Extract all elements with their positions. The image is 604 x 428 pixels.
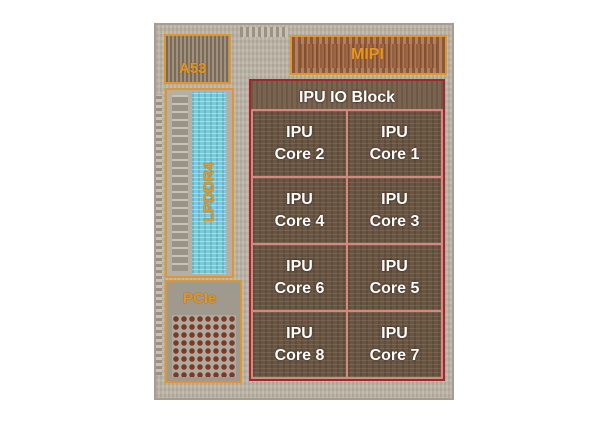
a53-block — [164, 34, 231, 84]
ipu-core-8: IPU Core 8 — [251, 310, 348, 379]
top-pad-ring — [240, 27, 288, 37]
core-number: Core 2 — [274, 145, 325, 163]
ipu-core-4: IPU Core 4 — [251, 176, 348, 245]
core-title: IPU — [286, 123, 313, 141]
core-number: Core 6 — [274, 279, 325, 297]
core-title: IPU — [381, 324, 408, 342]
ipu-core-3: IPU Core 3 — [346, 176, 443, 245]
core-number: Core 1 — [369, 145, 420, 163]
pcie-label: PCIe — [183, 290, 217, 307]
core-number: Core 7 — [369, 346, 420, 364]
lpddr4-phy-strip — [172, 95, 188, 271]
core-title: IPU — [286, 190, 313, 208]
ipu-io-block — [251, 81, 443, 111]
ipu-core-2: IPU Core 2 — [251, 109, 348, 178]
ipu-io-block-label: IPU IO Block — [298, 89, 396, 106]
core-title: IPU — [381, 257, 408, 275]
pcie-pad-array — [172, 315, 236, 377]
core-number: Core 3 — [369, 212, 420, 230]
ipu-core-1: IPU Core 1 — [346, 109, 443, 178]
a53-label: A53 — [179, 60, 207, 77]
core-title: IPU — [286, 324, 313, 342]
core-number: Core 4 — [274, 212, 325, 230]
core-number: Core 8 — [274, 346, 325, 364]
ipu-core-5: IPU Core 5 — [346, 243, 443, 312]
core-title: IPU — [381, 123, 408, 141]
core-number: Core 5 — [369, 279, 420, 297]
ipu-core-7: IPU Core 7 — [346, 310, 443, 379]
lpddr4-label: LPDDR4 — [200, 161, 218, 223]
mipi-label: MIPI — [351, 46, 384, 63]
core-title: IPU — [381, 190, 408, 208]
left-pad-ring — [156, 95, 162, 375]
mipi-texture — [300, 44, 437, 68]
ipu-core-6: IPU Core 6 — [251, 243, 348, 312]
lpddr4-array — [192, 92, 226, 274]
core-title: IPU — [286, 257, 313, 275]
